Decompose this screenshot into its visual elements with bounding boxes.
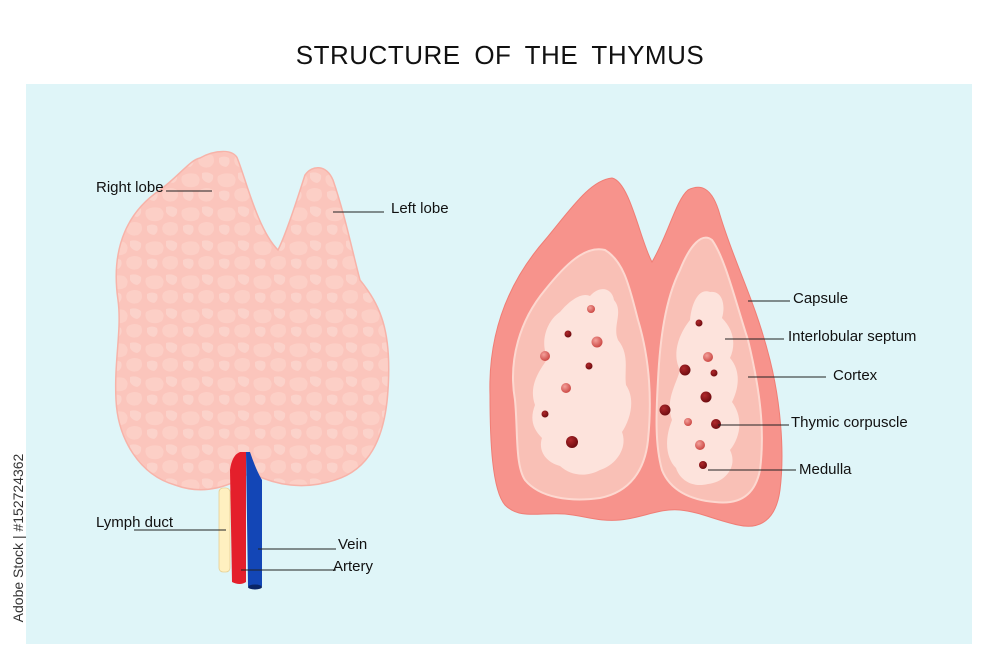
label-right-lobe: Right lobe [96,179,164,196]
labels: Right lobe Left lobe Lymph duct Vein Art… [96,179,916,575]
label-cortex: Cortex [833,367,878,384]
corpuscle [540,351,550,361]
corpuscle [587,305,595,313]
corpuscle [710,369,718,377]
corpuscle [699,461,707,469]
corpuscle [703,352,713,362]
vein-shape [246,452,262,589]
stock-id-watermark: Adobe Stock | #152724362 [8,438,28,638]
corpuscle [541,410,549,418]
label-interlobular-septum: Interlobular septum [788,328,916,345]
label-thymic-corpuscle: Thymic corpuscle [791,414,908,431]
corpuscle [561,383,571,393]
label-capsule: Capsule [793,290,848,307]
corpuscle [659,404,671,416]
corpuscle [591,336,603,348]
corpuscle [585,362,593,370]
corpuscle [695,440,705,450]
thymus-gland-shape [114,150,390,491]
thymus-cross-section [489,177,783,527]
label-lymph-duct: Lymph duct [96,514,174,531]
artery-shape [230,452,246,584]
corpuscle [700,391,712,403]
thymus-external-view [114,150,390,590]
corpuscle [564,330,572,338]
label-artery: Artery [333,558,374,575]
label-medulla: Medulla [799,461,852,478]
stock-id-text: Adobe Stock | #152724362 [10,453,26,623]
corpuscle [695,319,703,327]
medulla-right [667,291,740,486]
corpuscle [566,436,578,448]
corpuscle [711,419,721,429]
label-left-lobe: Left lobe [391,200,449,217]
vein-opening [248,584,262,590]
corpuscle [684,418,692,426]
medulla-left [532,289,632,475]
label-vein: Vein [338,536,367,553]
thymic-corpuscles [540,305,721,469]
leader-lines [134,190,826,571]
page-title: STRUCTURE OF THE THYMUS [295,40,705,70]
corpuscle [679,364,691,376]
